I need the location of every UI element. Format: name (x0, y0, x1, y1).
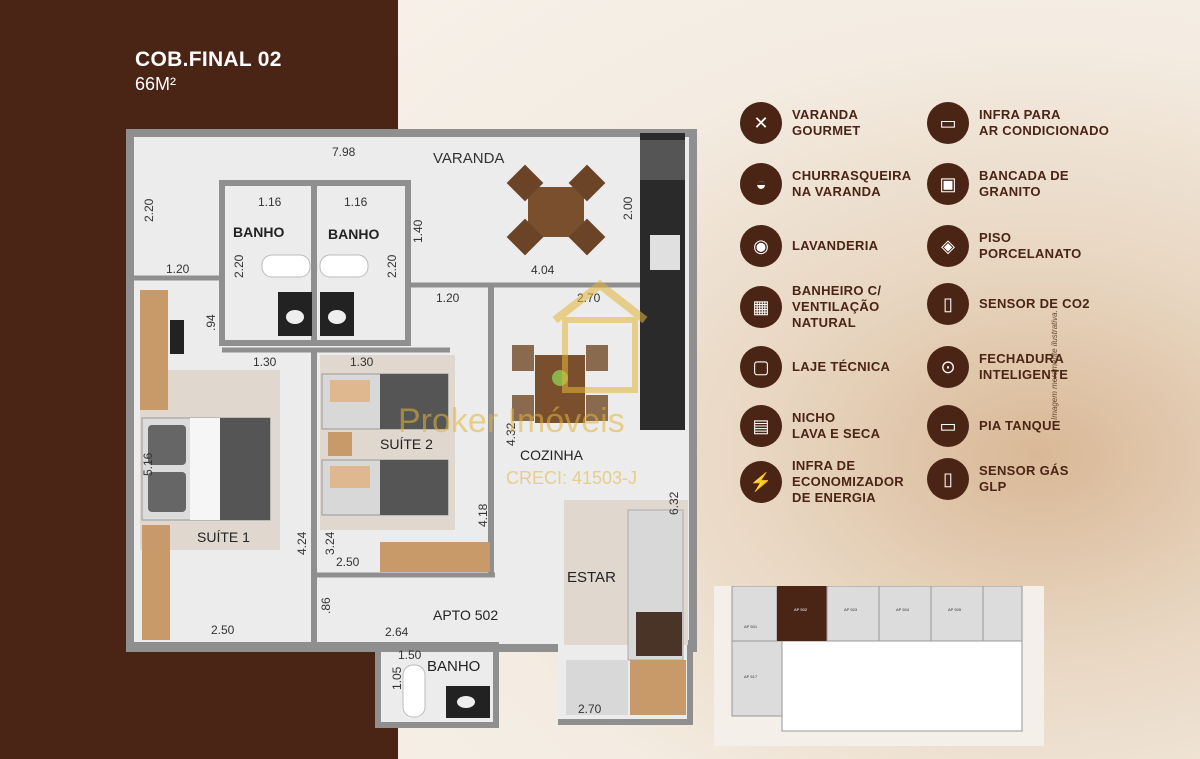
feature-label: FECHADURA INTELIGENTE (979, 351, 1069, 382)
dim-2-50: 2.50 (211, 623, 235, 637)
dim-0-86: .86 (319, 597, 333, 614)
dim-0-94: .94 (204, 314, 218, 331)
key-plan-unit-501: AP 501 (744, 624, 758, 629)
feature-item: ▭ INFRA PARA AR CONDICIONADO (927, 102, 1109, 144)
dim-1-50: 1.50 (398, 648, 422, 662)
dim-4-32: 4.32 (504, 422, 518, 446)
dim-1-16: 1.16 (344, 195, 368, 209)
feature-label: BANCADA DE GRANITO (979, 168, 1069, 199)
dim-2-64: 2.64 (385, 625, 409, 639)
air-conditioner-icon: ▭ (927, 102, 969, 144)
energy-saver-icon: ⚡ (740, 461, 782, 503)
key-plan-highlight (777, 586, 827, 641)
feature-label: VARANDA GOURMET (792, 107, 861, 138)
feature-item: ◉ LAVANDERIA (740, 225, 878, 267)
dim-4-04: 4.04 (531, 263, 555, 277)
dim-2-20: 2.20 (232, 254, 246, 278)
key-plan-unit-504: AP 504 (896, 607, 910, 612)
room-label-estar: ESTAR (567, 569, 616, 586)
unit-area: 66M² (135, 74, 177, 94)
co2-sensor-icon: ▯ (927, 283, 969, 325)
room-label-banho-3: BANHO (427, 658, 480, 675)
feature-label: CHURRASQUEIRA NA VARANDA (792, 168, 912, 199)
room-label-apto: APTO 502 (433, 607, 498, 623)
feature-item: ▤ NICHO LAVA E SECA (740, 405, 880, 447)
unit-title: COB.FINAL 02 (135, 48, 282, 71)
dim-5-16: 5.16 (141, 452, 155, 476)
feature-label: LAJE TÉCNICA (792, 359, 891, 374)
room-label-banho-1: BANHO (233, 224, 284, 240)
feature-label: PIA TANQUE (979, 418, 1061, 433)
dim-1-30: 1.30 (253, 355, 277, 369)
gas-sensor-icon: ▯ (927, 458, 969, 500)
feature-label: SENSOR GÁS GLP (979, 463, 1069, 494)
feature-item: ◈ PISO PORCELANATO (927, 225, 1082, 267)
illustrative-note: Imagem meramente ilustrativa. (1050, 310, 1059, 420)
feature-label: PISO PORCELANATO (979, 230, 1082, 261)
dim-2-20: 2.20 (142, 198, 156, 222)
countertop-icon: ▣ (927, 163, 969, 205)
room-label-suite-2: SUÍTE 2 (380, 436, 433, 452)
dim-1-30: 1.30 (350, 355, 374, 369)
room-label-varanda: VARANDA (433, 150, 504, 167)
watermark: Proker Imóveis CRECI: 41503-J (398, 279, 648, 488)
feature-label: LAVANDERIA (792, 238, 879, 253)
feature-label: SENSOR DE CO2 (979, 296, 1090, 311)
key-plan-unit-502: AP 502 (794, 607, 808, 612)
dim-2-70: 2.70 (578, 702, 602, 716)
dim-1-20: 1.20 (166, 262, 190, 276)
laundry-niche-icon: ▤ (740, 405, 782, 447)
key-plan-unit-517: AP 517 (744, 674, 758, 679)
dimension-labels: 7.98 2.20 1.16 1.16 1.40 2.00 1.20 2.20 … (141, 145, 681, 716)
room-label-banho-2: BANHO (328, 226, 379, 242)
feature-item: ▣ BANCADA DE GRANITO (927, 163, 1069, 205)
tiles-icon: ◈ (927, 225, 969, 267)
dim-2-50: 2.50 (336, 555, 360, 569)
dim-2-20: 2.20 (385, 254, 399, 278)
feature-label: BANHEIRO C/ VENTILAÇÃO NATURAL (792, 283, 882, 330)
key-plan-unit-505: AP 505 (948, 607, 962, 612)
dim-6-32: 6.32 (667, 491, 681, 515)
washing-machine-icon: ◉ (740, 225, 782, 267)
dim-1-40: 1.40 (411, 219, 425, 243)
room-label-suite-1: SUÍTE 1 (197, 529, 250, 545)
grill-icon: ◒ (740, 163, 782, 205)
sink-icon: ▭ (927, 405, 969, 447)
feature-item: ▯ SENSOR GÁS GLP (927, 458, 1069, 500)
key-plan-unit-503: AP 503 (844, 607, 858, 612)
window-icon: ▦ (740, 286, 782, 328)
dim-4-18: 4.18 (476, 503, 490, 527)
smart-lock-icon: ⊙ (927, 346, 969, 388)
feature-label: INFRA DE ECONOMIZADOR DE ENERGIA (792, 458, 904, 505)
feature-item: ⚡INFRA DE ECONOMIZADOR DE ENERGIA (740, 458, 904, 506)
dim-1-20: 1.20 (436, 291, 460, 305)
utensils-icon: ✕ (740, 102, 782, 144)
dim-7-98: 7.98 (332, 145, 356, 159)
key-plan: AP 501 AP 502 AP 503 AP 504 AP 505 AP 51… (714, 586, 1044, 746)
dim-2-00: 2.00 (621, 196, 635, 220)
feature-label: INFRA PARA AR CONDICIONADO (979, 107, 1110, 138)
feature-item: ▭ PIA TANQUE (927, 405, 1061, 447)
watermark-creci: CRECI: 41503-J (506, 468, 637, 488)
dim-1-05: 1.05 (390, 666, 404, 690)
dim-1-16: 1.16 (258, 195, 282, 209)
dim-4-24: 4.24 (295, 531, 309, 555)
room-label-cozinha: COZINHA (520, 447, 584, 463)
feature-item: ⊙ FECHADURA INTELIGENTE (927, 346, 1068, 388)
feature-item: ▢ LAJE TÉCNICA (740, 346, 890, 388)
dim-3-24: 3.24 (323, 531, 337, 555)
feature-item: ▯ SENSOR DE CO2 (927, 283, 1090, 325)
feature-item: ✕ VARANDA GOURMET (740, 102, 861, 144)
slab-icon: ▢ (740, 346, 782, 388)
feature-item: ▦BANHEIRO C/ VENTILAÇÃO NATURAL (740, 283, 881, 331)
feature-item: ◒ CHURRASQUEIRA NA VARANDA (740, 163, 911, 205)
feature-label: NICHO LAVA E SECA (792, 410, 881, 441)
watermark-name: Proker Imóveis (398, 402, 625, 440)
